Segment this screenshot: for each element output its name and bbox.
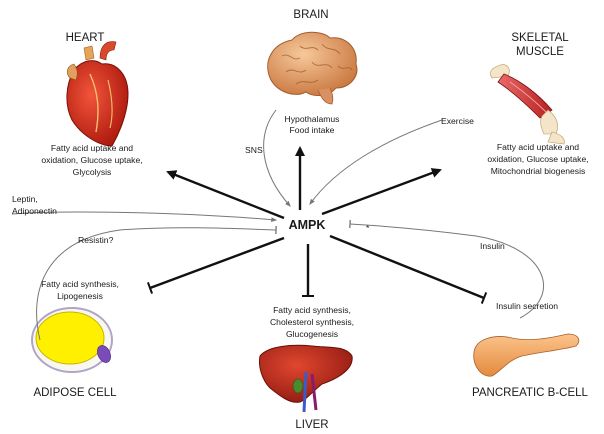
leptin-label-line2: Adiponectin [12,206,57,216]
muscle-illustration [490,65,564,144]
sns-to-ampk-line [264,110,290,206]
pancreas-effect-label: Insulin secretion [496,301,558,311]
muscle-effect-line2: oxidation, Glucose uptake, [487,154,588,164]
pancreatic-b-cell-label: PANCREATIC B-CELL [472,387,588,399]
adipose-effect-line1: Fatty acid synthesis, [41,279,119,289]
heart-effect-line3: Glycolysis [73,167,112,177]
muscle-effect-line1: Fatty acid uptake and [497,142,579,152]
ampk-label: AMPK [289,218,326,232]
leptin-label-line1: Leptin, [12,194,38,204]
brain-label: BRAIN [293,9,328,21]
ampk-to-muscle-arrow [322,170,440,214]
insulin-asterisk: * [366,223,370,233]
ampk-inhibits-pancreas [330,236,484,298]
liver-label: LIVER [295,419,328,431]
heart-effect-line1: Fatty acid uptake and [51,143,133,153]
skeletal-muscle-label-line1: SKELETAL [511,32,569,44]
liver-illustration [259,345,352,412]
heart-label: HEART [66,32,105,44]
sns-label: SNS [245,145,263,155]
skeletal-muscle-label-line2: MUSCLE [516,46,564,58]
heart-effect-line2: oxidation, Glucose uptake, [41,155,142,165]
brain-effect-line2: Food intake [290,125,335,135]
adipose-cell-illustration [32,308,113,372]
ampk-to-heart-arrow [168,172,284,218]
brain-illustration [268,32,357,104]
adipose-cell-label: ADIPOSE CELL [33,387,117,399]
liver-effect-line3: Glucogenesis [286,329,338,339]
insulin-label: Insulin [480,241,505,251]
brain-effect-line1: Hypothalamus [285,114,340,124]
adipose-effect-line2: Lipogenesis [57,291,103,301]
ampk-inhibits-adipose [150,238,284,288]
muscle-effect-line3: Mitochondrial biogenesis [491,166,586,176]
liver-effect-line1: Fatty acid synthesis, [273,305,351,315]
pancreas-illustration [474,334,579,376]
heart-illustration [67,42,128,146]
exercise-label: Exercise [441,116,474,126]
liver-effect-line2: Cholesterol synthesis, [270,317,354,327]
resistin-label: Resistin? [78,235,114,245]
